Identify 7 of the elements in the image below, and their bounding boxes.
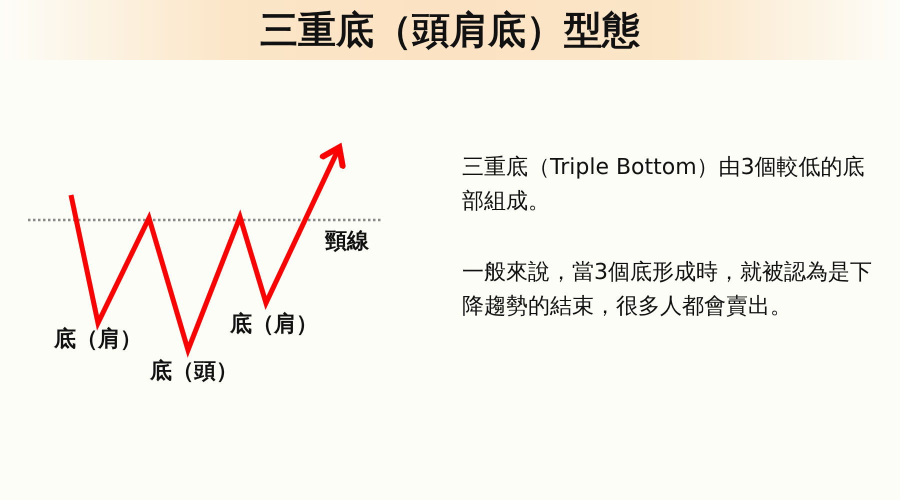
description-text: 一般來說，當3個底形成時，就被認為是下降趨勢的結束，很多人都會賣出。 (462, 259, 873, 321)
bottom-label: 底（肩） (230, 311, 318, 339)
bottom-label: 底（頭） (150, 358, 238, 386)
neckline-label: 頸線 (325, 228, 369, 256)
bottom-label: 底（肩） (54, 326, 142, 354)
title: 三重底（頭肩底）型態 (260, 8, 640, 52)
description-text: 三重底（Triple Bottom）由3個較低的底部組成。 (462, 154, 866, 216)
